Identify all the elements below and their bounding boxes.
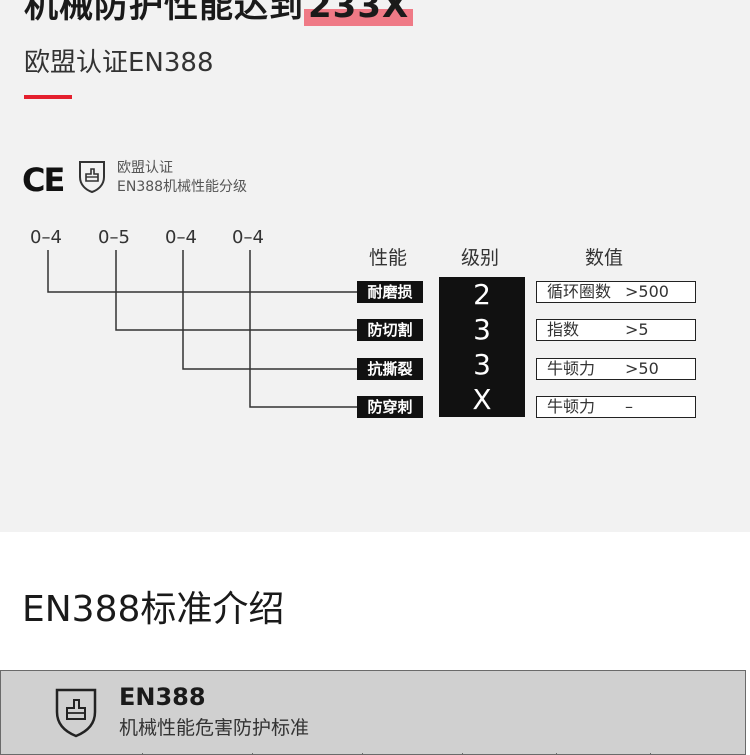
title-text: 机械防护性能达到	[24, 0, 304, 26]
en388-rating-diagram: 0–4 0–5 0–4 0–4 性能 级别 数值 耐磨损 防切割 抗撕裂 防穿刺…	[30, 227, 696, 418]
value-box-puncture: 牛顿力 –	[536, 396, 696, 418]
standard-panel: EN388 机械性能危害防护标准	[0, 670, 746, 755]
property-label-tear: 抗撕裂	[357, 358, 423, 380]
standard-code: EN388	[119, 683, 206, 711]
value-name: 指数	[547, 320, 580, 339]
value-number: >50	[625, 359, 659, 378]
cert-line-1: 欧盟认证	[117, 160, 173, 176]
certification-text: 欧盟认证 EN388机械性能分级	[117, 159, 247, 197]
ce-mark-icon: CE	[22, 161, 65, 199]
grade-tear: 3	[473, 348, 491, 381]
grade-abrasion: 2	[473, 278, 491, 311]
table-divider	[252, 753, 253, 755]
table-divider	[142, 753, 143, 755]
value-number: >500	[625, 282, 669, 301]
value-name: 循环圈数	[547, 282, 612, 301]
value-box-abrasion: 循环圈数 >500	[536, 281, 696, 303]
page-subtitle: 欧盟认证EN388	[24, 48, 214, 78]
property-label-cut: 防切割	[357, 319, 423, 341]
column-header-property: 性能	[369, 247, 408, 269]
cert-line-2: EN388机械性能分级	[117, 179, 248, 195]
value-number: –	[625, 397, 633, 416]
value-name: 牛顿力	[547, 397, 596, 416]
value-name: 牛顿力	[547, 359, 596, 378]
range-label-puncture: 0–4	[232, 227, 264, 248]
column-header-grade: 级别	[461, 247, 500, 269]
range-label-tear: 0–4	[165, 227, 197, 248]
title-code: 233X	[304, 0, 414, 26]
glove-shield-icon	[79, 161, 105, 194]
grade-column: 2 3 3 X	[439, 277, 525, 417]
value-number: >5	[625, 320, 649, 339]
value-box-tear: 牛顿力 >50	[536, 358, 696, 380]
property-label-puncture: 防穿刺	[357, 396, 423, 418]
property-label-abrasion: 耐磨损	[357, 281, 423, 303]
section-title: EN388标准介绍	[22, 589, 285, 630]
table-divider	[650, 753, 651, 755]
accent-divider	[24, 95, 72, 99]
standard-description: 机械性能危害防护标准	[119, 717, 310, 739]
table-divider	[362, 753, 363, 755]
value-box-cut: 指数 >5	[536, 319, 696, 341]
glove-shield-icon	[55, 688, 97, 738]
column-header-value: 数值	[585, 247, 624, 269]
table-divider	[556, 753, 557, 755]
range-label-abrasion: 0–4	[30, 227, 62, 248]
grade-puncture: X	[472, 383, 492, 416]
table-divider	[462, 753, 463, 755]
grade-cut: 3	[473, 313, 491, 346]
range-label-cut: 0–5	[98, 227, 130, 248]
